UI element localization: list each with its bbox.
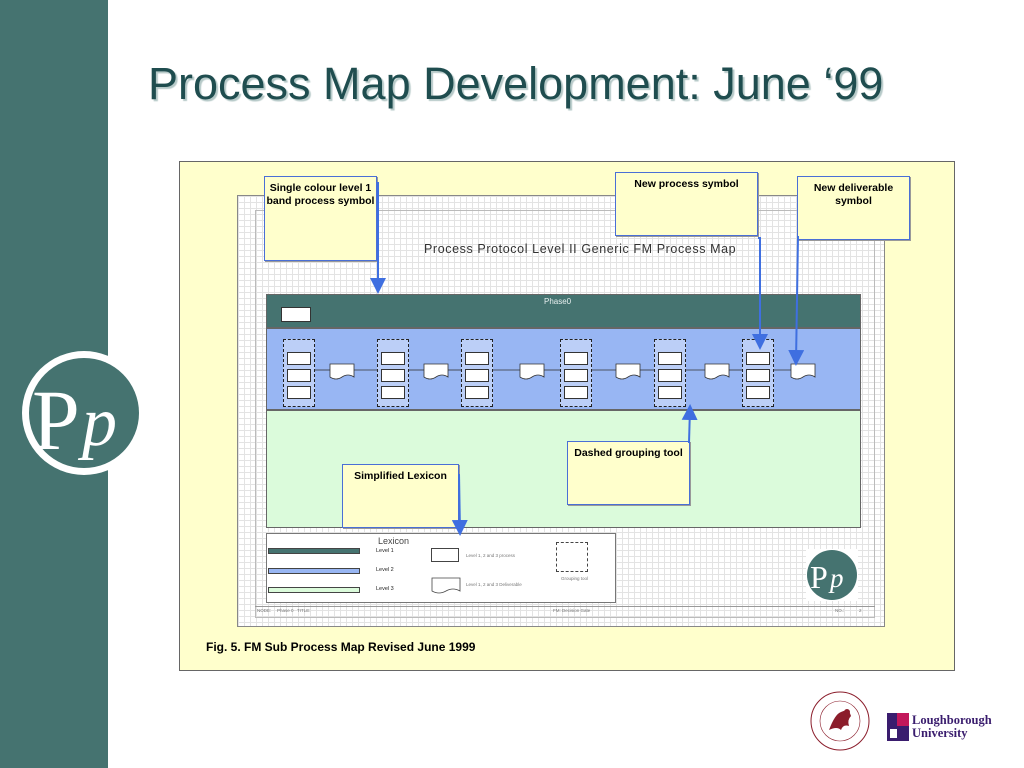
deliverable-symbol xyxy=(329,363,355,380)
svg-text:P: P xyxy=(32,372,80,468)
callout-new-process: New process symbol xyxy=(615,172,758,236)
loughborough-mark-icon xyxy=(887,713,909,741)
lexicon-process-symbol xyxy=(431,548,459,562)
svg-text:p: p xyxy=(77,384,117,461)
grouping-box xyxy=(461,339,493,407)
level-1-band xyxy=(266,294,861,328)
loughborough-line-1: Loughborough xyxy=(912,713,992,727)
sheet-footer: NODE: Phase 0 TITLE: FM: Decision Gate N… xyxy=(255,606,875,616)
footer-center-title: FM: Decision Gate xyxy=(553,608,591,613)
svg-text:P: P xyxy=(810,559,828,595)
deliverable-symbol xyxy=(423,363,449,380)
figure-caption: Fig. 5. FM Sub Process Map Revised June … xyxy=(206,640,476,654)
deliverable-symbol xyxy=(790,363,816,380)
grouping-box xyxy=(560,339,592,407)
deliverable-symbol xyxy=(519,363,545,380)
lexicon-deliverable-symbol xyxy=(431,577,461,594)
lexicon-level-3-label: Level 3 xyxy=(376,586,394,592)
lexicon-level-1-label: Level 1 xyxy=(376,548,394,554)
lexicon-title: Lexicon xyxy=(378,536,410,546)
lexicon-process-note: Level 1, 2 and 3 process xyxy=(466,553,516,558)
footer-phase: Phase 0 xyxy=(277,608,294,613)
grouping-box xyxy=(377,339,409,407)
loughborough-wordmark: Loughborough University xyxy=(912,714,992,740)
pp-logo-icon: P p xyxy=(806,549,858,601)
footer-number: 2 xyxy=(859,608,862,613)
lexicon-swatch-level-2 xyxy=(268,568,360,574)
footer-no-label: NO.: xyxy=(835,608,845,613)
level-1-process-symbol xyxy=(281,307,311,322)
lexicon-swatch-level-3 xyxy=(268,587,360,593)
deliverable-symbol xyxy=(704,363,730,380)
process-map-title: Process Protocol Level II Generic FM Pro… xyxy=(424,242,737,256)
callout-single-colour: Single colour level 1 band process symbo… xyxy=(264,176,377,261)
pp-logo-icon: P p xyxy=(22,351,146,475)
footer-node-label: NODE: xyxy=(257,608,272,613)
deliverable-symbols xyxy=(315,363,816,380)
callout-simplified-lexicon: Simplified Lexicon xyxy=(342,464,459,528)
footer-title-label: TITLE: xyxy=(297,608,311,613)
lexicon-grouping-symbol xyxy=(556,542,588,572)
process-map-border xyxy=(255,210,875,618)
phase-label: Phase0 xyxy=(544,297,572,306)
salford-crest-icon xyxy=(810,691,870,751)
grouping-box xyxy=(654,339,686,407)
lexicon-swatch-level-1 xyxy=(268,548,360,554)
loughborough-line-2: University xyxy=(912,726,968,740)
lexicon-level-2-label: Level 2 xyxy=(376,567,394,573)
svg-text:p: p xyxy=(828,563,844,593)
callout-new-deliverable: New deliverable symbol xyxy=(797,176,910,240)
grouping-box xyxy=(742,339,774,407)
lexicon-grouping-note: Grouping tool xyxy=(561,576,589,581)
deliverable-symbol xyxy=(615,363,641,380)
grouping-box xyxy=(283,339,315,407)
lexicon-deliverable-note: Level 1, 2 and 3 Deliverable xyxy=(466,582,522,587)
slide-title: Process Map Development: June ‘99 xyxy=(148,58,884,109)
callout-dashed-grouping: Dashed grouping tool xyxy=(567,441,690,505)
